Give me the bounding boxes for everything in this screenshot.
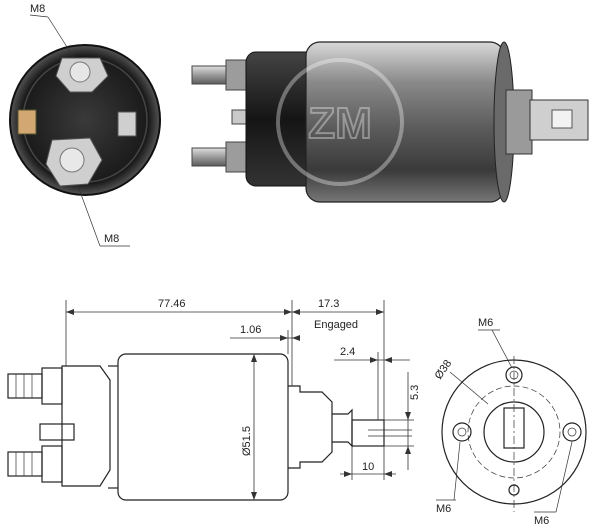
bottom-terminal-stud-photo [45, 137, 103, 187]
dim-body-diameter: Ø51.5 [241, 426, 253, 456]
plunger-tab-drawing [351, 419, 385, 447]
photo-side-view: ZM [191, 41, 589, 203]
photo-end-view: M8 M8 [9, 3, 161, 247]
end-cap-drawing [61, 365, 111, 487]
center-boss [483, 401, 545, 463]
plunger-boss-drawing [288, 385, 333, 469]
label-bolt-circle-diameter: Ø38 [433, 358, 455, 382]
dim-tab-offset: 2.4 [340, 346, 355, 358]
spade-terminal-left-photo [17, 109, 37, 135]
mounting-hole-left [452, 422, 472, 442]
bolt-circle [467, 385, 561, 479]
drawing-side-view: 77.46 17.3 Engaged 1.06 2.4 5.3 Ø51.5 [7, 298, 421, 501]
spade-terminal-drawing [39, 423, 75, 441]
label-m8-top: M8 [30, 3, 45, 15]
label-engaged: Engaged [314, 319, 358, 331]
leader-line-bottom [77, 185, 101, 247]
label-m8-bottom: M8 [104, 233, 119, 245]
lower-nut-photo [225, 141, 249, 173]
upper-stud-drawing [7, 367, 63, 405]
watermark-logo: ZM [276, 58, 404, 186]
plunger-photo [505, 89, 533, 155]
mounting-hole-top [505, 366, 523, 384]
top-terminal-stud-photo [55, 57, 109, 93]
dim-engaged-travel: 17.3 [318, 298, 339, 310]
upper-nut-photo [225, 59, 249, 91]
spade-terminal-right-photo [117, 111, 137, 137]
drawing-end-view: M6 Ø38 M6 M6 [433, 317, 587, 527]
label-m6-bottom-left: M6 [436, 503, 451, 515]
dim-small-offset: 1.06 [240, 324, 261, 336]
label-m6-top: M6 [478, 317, 493, 329]
plunger-slot-photo [551, 109, 573, 129]
mounting-hole-right [562, 422, 582, 442]
dim-overall-length: 77.46 [158, 298, 186, 310]
plunger-neck-drawing [332, 408, 353, 448]
label-m6-bottom-right: M6 [534, 515, 549, 527]
solenoid-body-drawing [117, 353, 289, 501]
leader-line-top [47, 16, 75, 59]
svg-text:ZM: ZM [308, 99, 372, 148]
dim-tab-length: 10 [362, 461, 374, 473]
locating-hole-bottom [508, 484, 520, 496]
lower-stud-drawing [7, 445, 63, 483]
dim-tab-height: 5.3 [409, 385, 421, 400]
leader-underline-top [29, 14, 49, 18]
